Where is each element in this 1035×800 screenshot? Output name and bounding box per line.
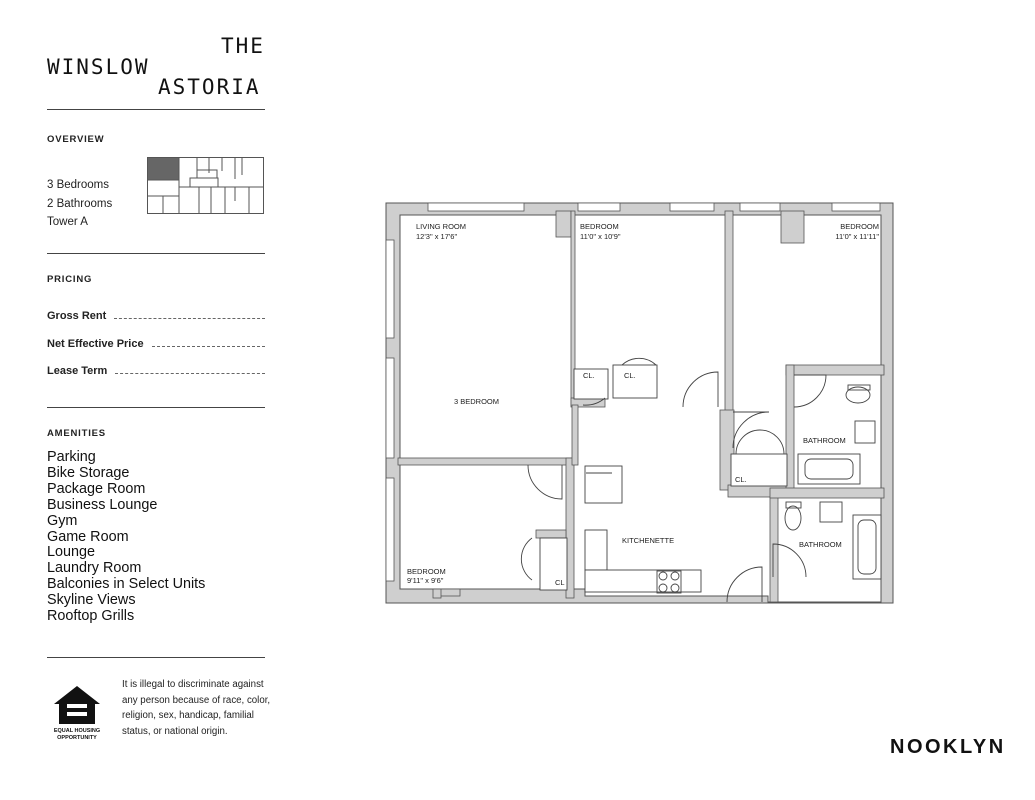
floor-plan-walls <box>385 202 894 604</box>
amenity-item: Lounge <box>47 544 96 561</box>
living-room-dimensions: 12'3" x 17'6" <box>416 232 457 241</box>
amenity-item: Balconies in Select Units <box>47 576 206 593</box>
bedroom-c-label: BEDROOM <box>407 567 446 576</box>
pricing-row-gross-rent: Gross Rent <box>47 308 265 322</box>
net-effective-label: Net Effective Price <box>47 338 144 350</box>
pricing-heading: PRICING <box>47 274 93 285</box>
amenity-item: Business Lounge <box>47 496 158 513</box>
ehl-line-1: EQUAL HOUSING <box>54 728 100 734</box>
brand-line-3: ASTORIA <box>158 75 261 99</box>
bedroom-a-label: BEDROOM <box>580 222 619 231</box>
living-room-label: LIVING ROOM <box>416 222 466 231</box>
overview-tower: Tower A <box>47 216 88 228</box>
lease-term-label: Lease Term <box>47 365 108 377</box>
equal-housing-icon: EQUAL HOUSING OPPORTUNITY <box>54 686 100 741</box>
gross-rent-label: Gross Rent <box>47 310 107 322</box>
bedroom-b-dimensions: 11'0" x 11'11" <box>835 232 879 241</box>
amenity-item: Laundry Room <box>47 560 142 577</box>
overview-bathrooms: 2 Bathrooms <box>47 198 113 210</box>
amenity-item: Package Room <box>47 480 146 497</box>
brand-line-2: WINSLOW <box>47 55 150 79</box>
bathroom-2-label: BATHROOM <box>799 540 842 549</box>
bathroom-1-label: BATHROOM <box>803 436 846 445</box>
brand-line-1: THE <box>221 34 265 58</box>
bedroom-c-dimensions: 9'11" x 9'6" <box>407 576 444 585</box>
kitchenette-label: KITCHENETTE <box>622 536 674 545</box>
amenity-item: Parking <box>47 449 96 465</box>
key-plan-thumbnail <box>147 157 264 214</box>
key-plan-highlight <box>148 158 179 180</box>
nooklyn-logo: NOOKLYN <box>890 736 1006 758</box>
closet-label: CL. <box>583 371 595 380</box>
amenity-item: Game Room <box>47 528 129 545</box>
dotted-leader <box>115 373 265 374</box>
closet-label: CL. <box>735 475 747 484</box>
ehl-line-2: OPPORTUNITY <box>57 735 97 741</box>
bedroom-a-dimensions: 11'0" x 10'9" <box>580 232 621 241</box>
amenity-item: Gym <box>47 512 78 529</box>
amenity-item: Rooftop Grills <box>47 608 135 625</box>
overview-heading: OVERVIEW <box>47 134 105 145</box>
amenities-heading: AMENITIES <box>47 428 106 439</box>
amenities-list: Parking Bike Storage Package Room Busine… <box>47 449 206 625</box>
pricing-row-lease-term: Lease Term <box>47 363 265 377</box>
amenity-item: Bike Storage <box>47 464 130 481</box>
dotted-leader <box>151 346 265 347</box>
pricing-row-net-effective: Net Effective Price <box>47 336 265 350</box>
amenity-item: Skyline Views <box>47 592 136 609</box>
divider <box>47 407 265 408</box>
divider <box>47 657 265 658</box>
closet-label: CL <box>555 578 565 587</box>
dotted-leader <box>114 318 265 319</box>
divider <box>47 109 265 110</box>
unit-type-label: 3 BEDROOM <box>454 397 499 406</box>
overview-bedrooms: 3 Bedrooms <box>47 179 110 191</box>
fair-housing-notice: It is illegal to discriminate against an… <box>122 679 271 737</box>
bedroom-b-label: BEDROOM <box>840 222 879 231</box>
divider <box>47 253 265 254</box>
closet-label: CL. <box>624 371 636 380</box>
floor-plan: LIVING ROOM 12'3" x 17'6" BEDROOM 11'0" … <box>385 202 894 604</box>
